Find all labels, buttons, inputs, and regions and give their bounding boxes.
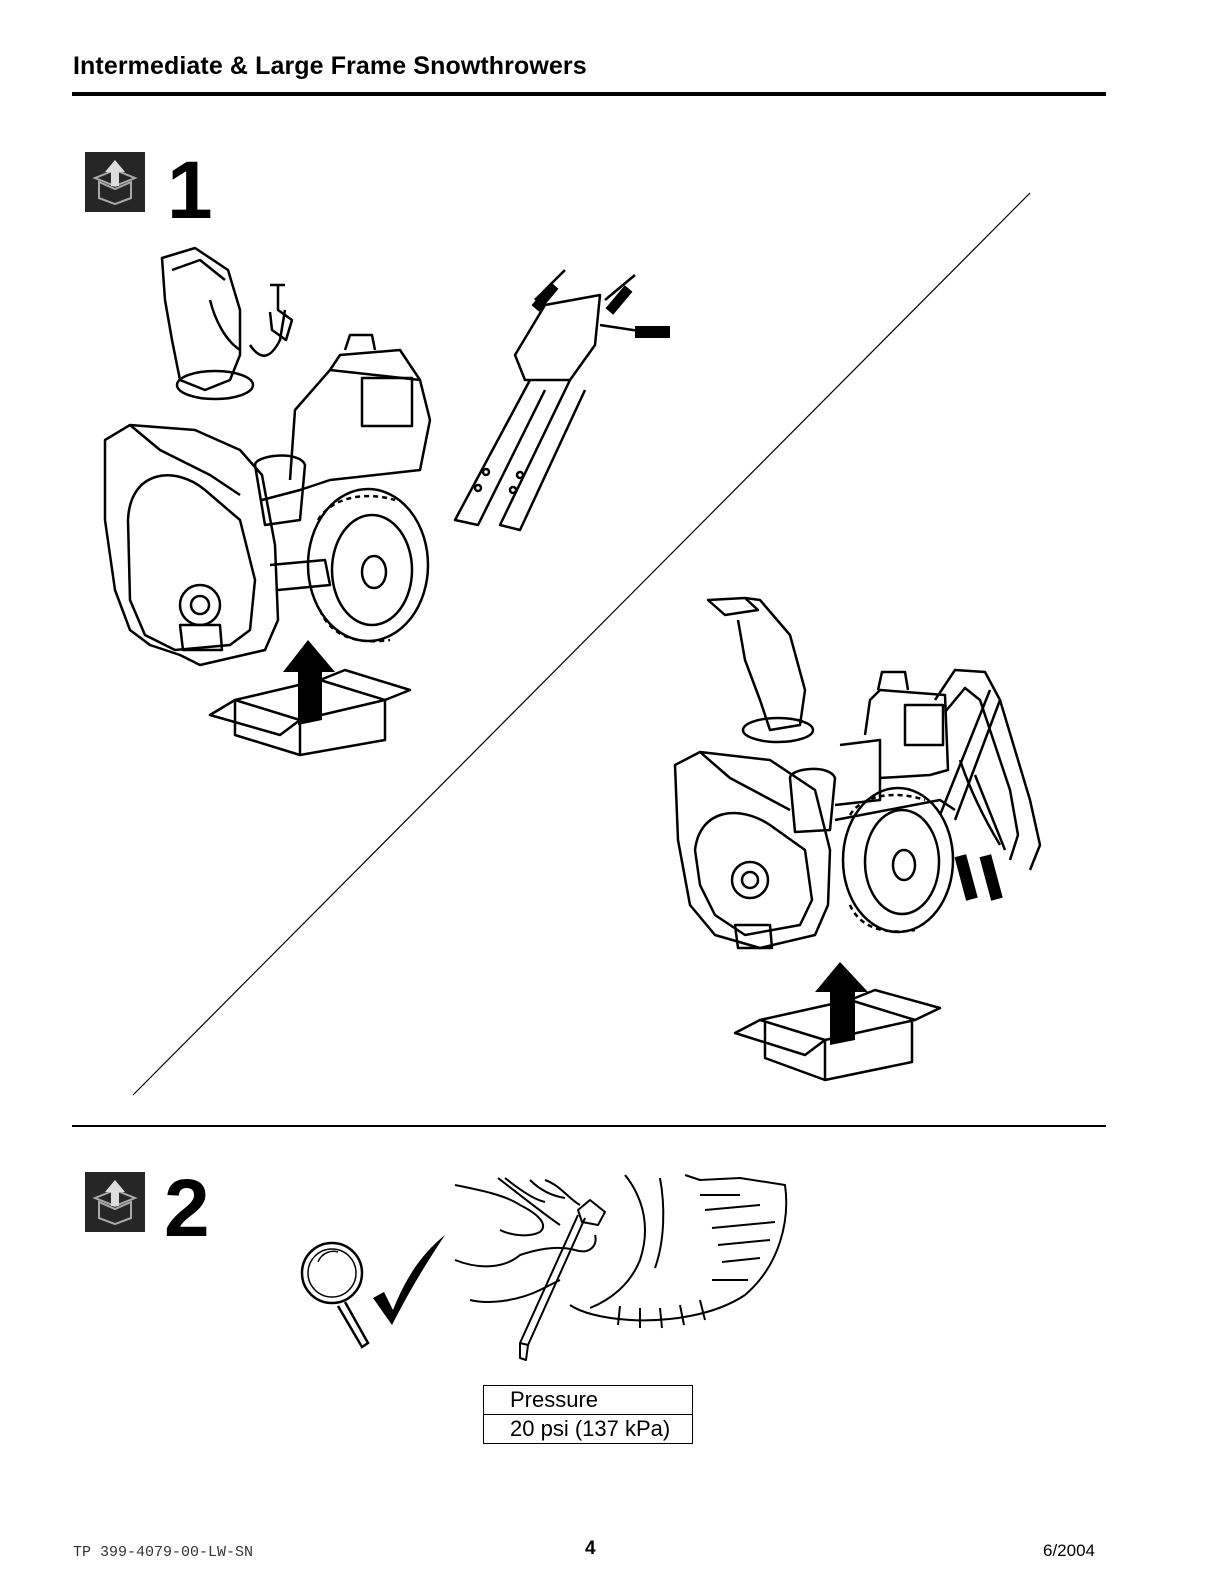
snowthrower-illustration (105, 248, 665, 665)
pressure-table-value: 20 psi (137 kPa) (484, 1414, 692, 1443)
handle-grips (532, 282, 670, 338)
document-code: TP 399-4079-00-LW-SN (73, 1544, 253, 1561)
snowthrower-illustration (675, 598, 1040, 948)
magnifier-icon (302, 1243, 368, 1347)
pressure-table-header: Pressure (484, 1386, 692, 1414)
checkmark-icon (373, 1235, 445, 1325)
handle-grips (955, 854, 1003, 901)
document-date: 6/2004 (1043, 1541, 1095, 1561)
pressure-table: Pressure 20 psi (137 kPa) (483, 1385, 693, 1444)
page-number: 4 (585, 1538, 596, 1560)
tire-pressure-illustration (455, 1175, 786, 1360)
